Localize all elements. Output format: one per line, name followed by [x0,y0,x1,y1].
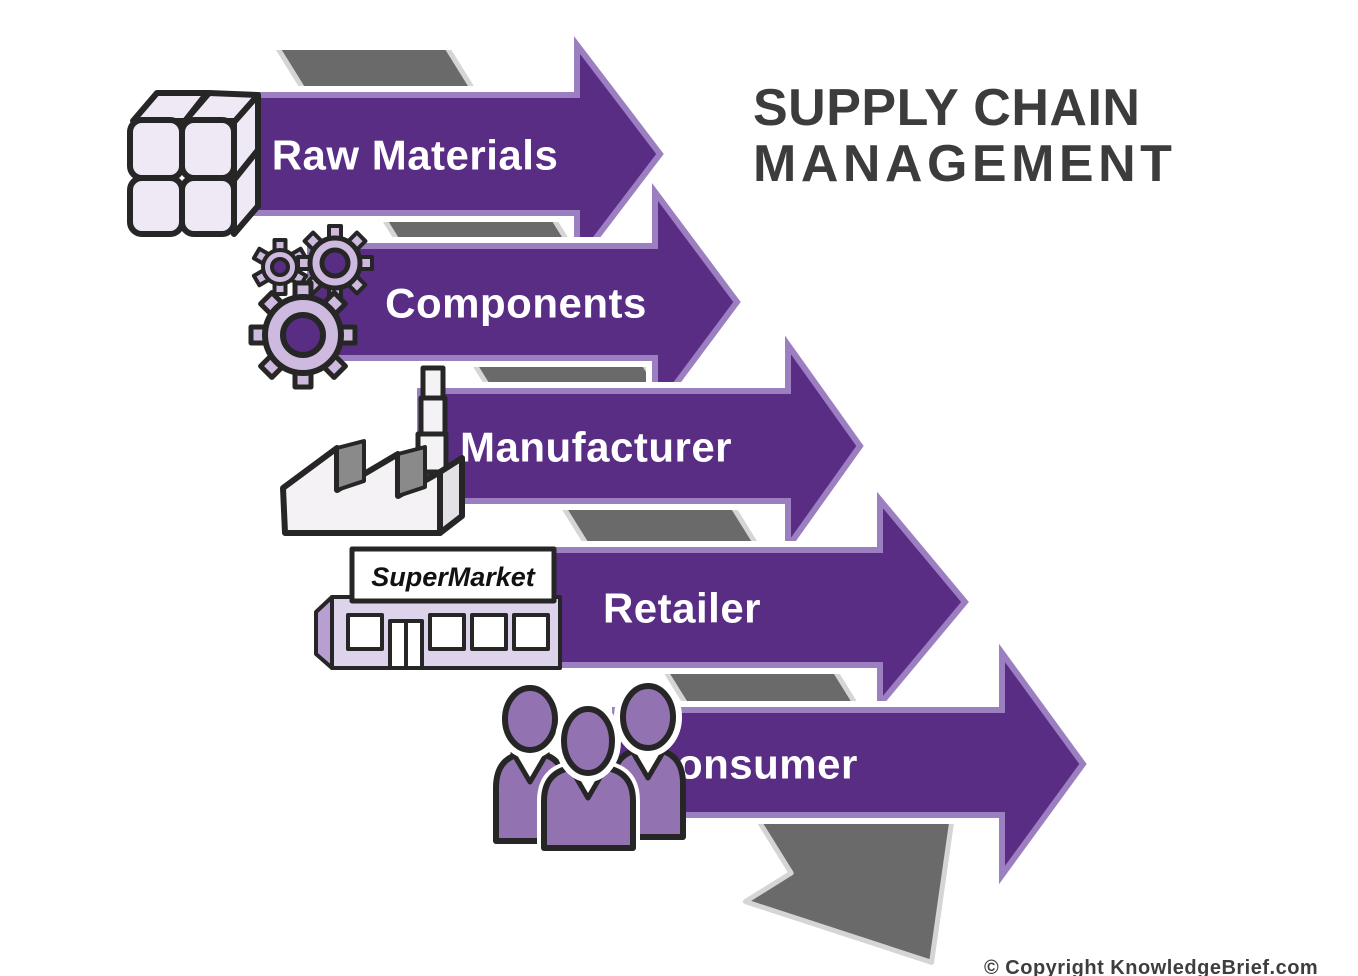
supermarket-icon: SuperMarket [314,546,562,670]
gear-medium [296,224,374,302]
supermarket-window [428,613,466,651]
supermarket-sign [349,546,557,604]
person-head [561,706,615,776]
factory-chimney [420,365,446,401]
gears-icon [248,224,374,390]
person-head [502,685,558,753]
supermarket-window [470,613,508,651]
stage-label-components: Components [385,280,647,327]
stage-arrow-components: Components [301,182,746,422]
stage-label-raw-materials: Raw Materials [272,132,559,179]
factory-icon [280,365,465,536]
arrow-shape [417,335,864,557]
stage-arrow-manufacturer: Manufacturer [411,335,869,557]
supermarket-window [346,613,384,651]
gear-large [248,280,358,390]
page-title-line2: MANAGEMENT [753,135,1177,193]
arrow-shape [307,182,741,422]
copyright-text: © Copyright KnowledgeBrief.com [984,957,1319,976]
person-head [620,683,676,751]
supermarket-window [512,613,550,651]
page-title-line1: SUPPLY CHAIN [753,79,1141,137]
page-title: SUPPLY CHAIN MANAGEMENT [753,80,1176,192]
stage-arrow-raw-materials: Raw Materials [216,36,669,272]
stage-label-manufacturer: Manufacturer [460,424,732,471]
arrow-shape [222,36,664,272]
stage-label-retailer: Retailer [603,585,761,632]
raw-materials-icon [127,90,261,237]
supermarket-side-wall [314,595,334,670]
consumers-icon [493,677,686,855]
supermarket-sign-text: SuperMarket [371,562,536,592]
